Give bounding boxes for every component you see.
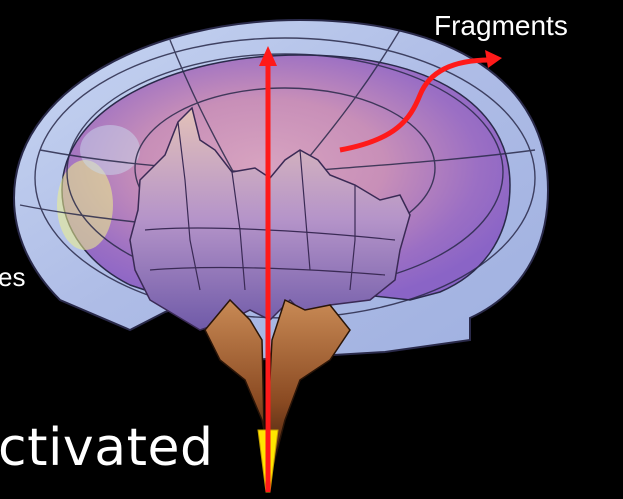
fragments-label: Fragments — [434, 10, 568, 42]
bottom-fragment-text: ctivated — [0, 418, 213, 478]
left-fragment-text: es — [0, 262, 25, 293]
funnel-tip — [205, 300, 350, 492]
